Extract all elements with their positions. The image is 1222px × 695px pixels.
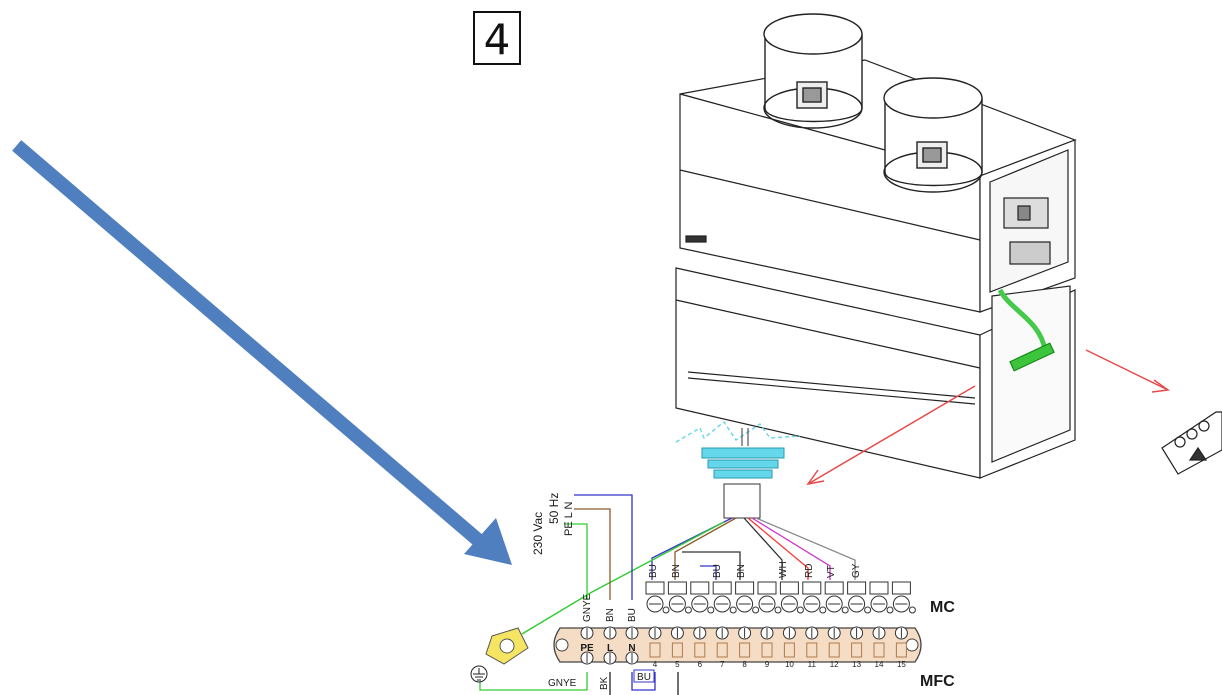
wire-label-bu: BU: [627, 608, 638, 622]
supply-phases-label: PE L N: [563, 502, 575, 536]
mfc-numbered-terminal: 7: [715, 626, 729, 669]
terminal-label-pe: PE: [580, 643, 594, 654]
mc-terminal: [847, 581, 872, 614]
wire-label-bn: BN: [605, 608, 616, 622]
mfc-numbered-terminal: 6: [693, 626, 707, 669]
cable-wire-label: BU: [648, 564, 659, 578]
cable-wire-label: BN: [736, 564, 747, 578]
mc-terminal: [735, 581, 760, 614]
cable-wire-label: GY: [851, 563, 862, 578]
mc-terminal: [802, 581, 827, 614]
step-number-box: 4: [473, 11, 521, 65]
mc-terminal: [757, 581, 782, 614]
cable-wire-label: BN: [671, 564, 682, 578]
mfc-numbered-terminal: 13: [850, 626, 864, 669]
mfc-main-terminal: [603, 626, 617, 665]
cable-wire-label: VT: [826, 565, 837, 578]
terminal-mfc-label: MFC: [920, 673, 955, 690]
mfc-numbered-terminal: 9: [760, 626, 774, 669]
mfc-numbered-terminal: 12: [827, 626, 841, 669]
supply-frequency-label: 50 Hz: [547, 493, 561, 524]
cable-wire-labels: BU BN BU BN WH RD VT GY: [648, 561, 862, 578]
terminal-number: 8: [742, 660, 747, 669]
supply-voltage-label: 230 Vac: [531, 512, 545, 555]
pointer-arrow: [12, 140, 512, 565]
terminal-block-mc: [645, 581, 916, 614]
mfc-main-terminal: [625, 626, 639, 665]
terminal-number: 15: [897, 660, 906, 669]
mfc-terminals: 4 5 6 7 8 9 10 11 12 13 14 15: [580, 626, 908, 669]
supply-lines: [479, 494, 679, 695]
mc-terminal: [824, 581, 849, 614]
mc-terminal: [667, 581, 692, 614]
terminal-number: 4: [653, 660, 658, 669]
terminal-number: 11: [808, 660, 817, 669]
mfc-numbered-terminal: 8: [738, 626, 752, 669]
terminal-number: 10: [785, 660, 794, 669]
cable-grommet: [675, 420, 801, 519]
lower-wire-label-bu: BU: [637, 672, 651, 683]
mc-terminal: [690, 581, 715, 614]
connector-block-icon: [1161, 411, 1222, 475]
terminal-label-n: N: [628, 643, 635, 654]
wire-label-gnye: GNYE: [582, 593, 593, 622]
cable-wire-label: BU: [712, 564, 723, 578]
terminal-number: 5: [675, 660, 680, 669]
terminal-number: 7: [720, 660, 725, 669]
earth-screw: [485, 627, 529, 665]
mc-terminal: [779, 581, 804, 614]
mc-terminal: [891, 581, 916, 614]
mfc-numbered-terminal: 14: [872, 626, 886, 669]
terminal-number: 13: [852, 660, 861, 669]
cable-wire-label: RD: [804, 564, 815, 578]
duct-collar-left: [763, 13, 863, 129]
mfc-numbered-terminal: 11: [805, 626, 819, 669]
mc-terminal: [869, 581, 894, 614]
terminal-number: 14: [875, 660, 884, 669]
mfc-numbered-terminal: 5: [670, 626, 684, 669]
mfc-numbered-terminal: 10: [782, 626, 796, 669]
mfc-numbered-terminal: 15: [894, 626, 908, 669]
step-number: 4: [484, 15, 511, 64]
lower-wire-label-bk: BK: [599, 676, 610, 690]
terminal-number: 6: [698, 660, 703, 669]
terminal-mc-label: MC: [930, 599, 955, 616]
duct-collar-right: [883, 77, 983, 193]
earth-ground-icon: [470, 665, 488, 683]
mfc-main-terminal: [580, 626, 594, 665]
mc-terminal: [712, 581, 737, 614]
terminal-number: 12: [830, 660, 839, 669]
ventilation-unit: [675, 59, 1077, 479]
cable-wire-label: WH: [778, 561, 789, 578]
mc-terminal: [645, 581, 670, 614]
callout-arrows: [806, 349, 1170, 486]
mfc-numbered-terminal: 4: [648, 626, 662, 669]
terminal-number: 9: [765, 660, 770, 669]
cable-wires: [521, 517, 856, 635]
lower-wire-label-gnye: GNYE: [548, 678, 577, 689]
terminal-label-l: L: [607, 643, 613, 654]
